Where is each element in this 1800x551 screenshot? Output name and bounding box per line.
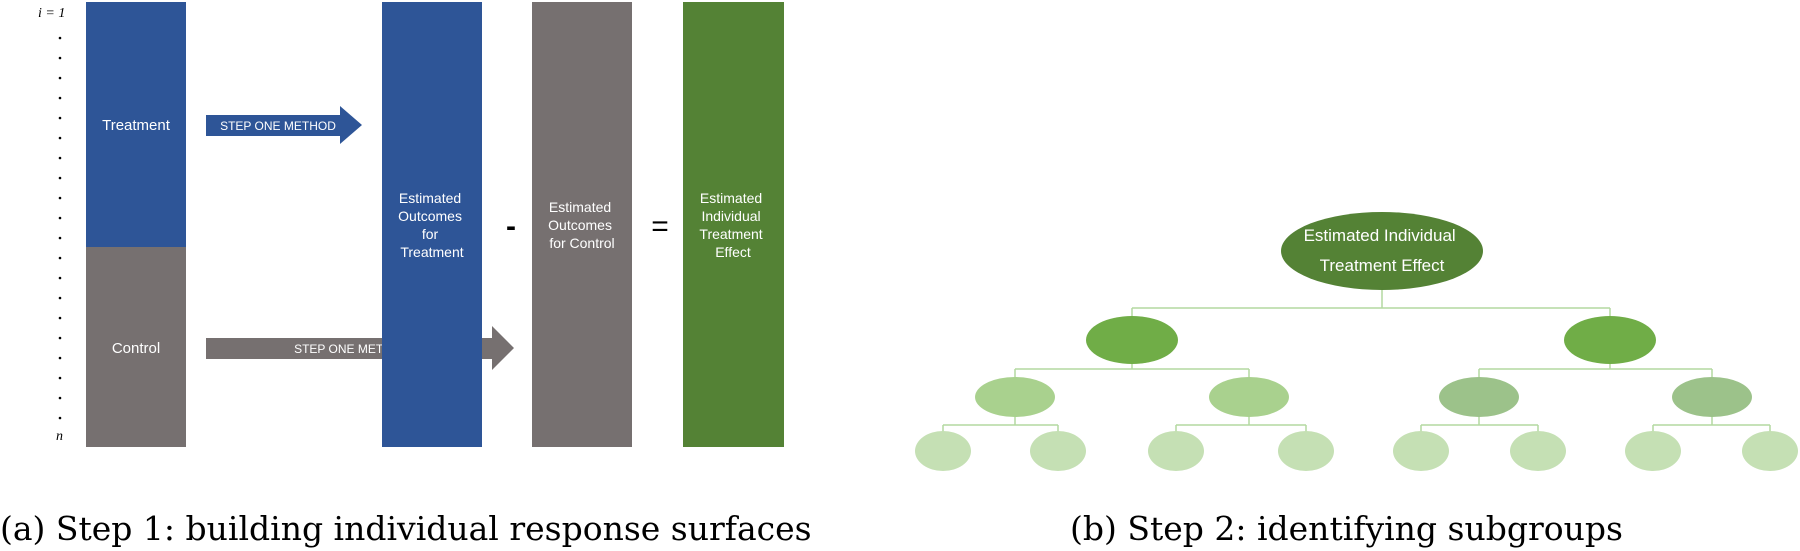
index-dot xyxy=(58,336,62,340)
tree-node-l3-3 xyxy=(1148,431,1204,471)
connector-l1-left xyxy=(1014,364,1250,379)
connector-l2-b xyxy=(1175,416,1307,432)
index-dot xyxy=(58,136,62,140)
effect-line-2: Individual xyxy=(701,208,760,224)
effect-line-1: Estimated xyxy=(700,190,762,206)
tree-node-l3-7 xyxy=(1625,431,1681,471)
tree-root-line-2: Treatment Effect xyxy=(1320,256,1445,275)
treatment-arrow-label: STEP ONE METHOD xyxy=(220,119,336,133)
equals-sign: = xyxy=(651,210,669,243)
index-dot xyxy=(58,416,62,420)
treatment-outcomes-line-1: Estimated xyxy=(399,190,461,206)
control-outcomes-line-2: Outcomes xyxy=(548,217,612,233)
index-dot xyxy=(58,356,62,360)
tree-node-l1-right xyxy=(1564,316,1656,364)
effect-line-4: Effect xyxy=(715,244,751,260)
connector-l2-a xyxy=(942,416,1059,432)
tree-node-l2-4 xyxy=(1672,377,1752,417)
index-dot xyxy=(58,376,62,380)
tree-node-l3-1 xyxy=(915,431,971,471)
index-dot xyxy=(58,176,62,180)
control-outcomes-label: Estimated Outcomes for Control xyxy=(548,199,616,251)
connector-l2-d xyxy=(1652,416,1771,432)
panel-a: i = 1 n Treatment Control STEP ONE METHO… xyxy=(0,2,812,548)
caption-a: (a) Step 1: building individual response… xyxy=(0,509,812,548)
index-dot xyxy=(58,76,62,80)
index-dot xyxy=(58,316,62,320)
index-dot xyxy=(58,276,62,280)
tree-node-l3-4 xyxy=(1278,431,1334,471)
connector-l2-c xyxy=(1420,416,1539,432)
index-dot xyxy=(58,96,62,100)
effect-box xyxy=(683,2,784,447)
effect-label: Estimated Individual Treatment Effect xyxy=(699,190,766,260)
tree-connectors xyxy=(942,290,1771,432)
effect-line-3: Treatment xyxy=(699,226,762,242)
tree-root-line-1: Estimated Individual xyxy=(1304,226,1456,245)
treatment-outcomes-label: Estimated Outcomes for Treatment xyxy=(398,190,466,260)
tree-root-node xyxy=(1281,212,1483,290)
treatment-block xyxy=(86,2,186,247)
minus-sign: - xyxy=(506,210,516,243)
control-label: Control xyxy=(112,340,160,357)
control-outcomes-line-1: Estimated xyxy=(549,199,611,215)
connector-root xyxy=(1131,290,1611,317)
tree-node-l3-5 xyxy=(1393,431,1449,471)
index-dot xyxy=(58,116,62,120)
tree-root-label: Estimated Individual Treatment Effect xyxy=(1304,226,1461,275)
tree-node-l2-2 xyxy=(1209,377,1289,417)
tree-node-l3-6 xyxy=(1510,431,1566,471)
tree-node-l2-3 xyxy=(1439,377,1519,417)
index-dot xyxy=(58,156,62,160)
tree-node-l3-2 xyxy=(1030,431,1086,471)
index-dot xyxy=(58,196,62,200)
control-outcomes-box xyxy=(532,2,632,447)
index-dot xyxy=(58,236,62,240)
connector-l1-right xyxy=(1478,364,1713,379)
index-dot xyxy=(58,36,62,40)
control-arrow-label: STEP ONE METHOD xyxy=(294,342,410,356)
index-dot xyxy=(58,396,62,400)
index-dot xyxy=(58,216,62,220)
tree-node-l2-1 xyxy=(975,377,1055,417)
treatment-outcomes-line-3: for xyxy=(422,226,439,242)
treatment-outcomes-box xyxy=(382,2,482,447)
tree-node-l1-left xyxy=(1086,316,1178,364)
index-dot xyxy=(58,56,62,60)
index-dots xyxy=(58,36,62,420)
index-start-label: i = 1 xyxy=(38,6,65,21)
treatment-outcomes-line-2: Outcomes xyxy=(398,208,462,224)
caption-b: (b) Step 2: identifying subgroups xyxy=(1070,509,1623,548)
index-end-label: n xyxy=(56,429,63,444)
treatment-label: Treatment xyxy=(102,117,171,134)
treatment-outcomes-line-4: Treatment xyxy=(400,244,463,260)
index-dot xyxy=(58,256,62,260)
panel-b: Estimated Individual Treatment Effect (b… xyxy=(915,212,1798,548)
control-block xyxy=(86,247,186,447)
tree-node-l3-8 xyxy=(1742,431,1798,471)
index-dot xyxy=(58,296,62,300)
control-outcomes-line-3: for Control xyxy=(549,235,614,251)
treatment-arrow xyxy=(206,106,362,144)
